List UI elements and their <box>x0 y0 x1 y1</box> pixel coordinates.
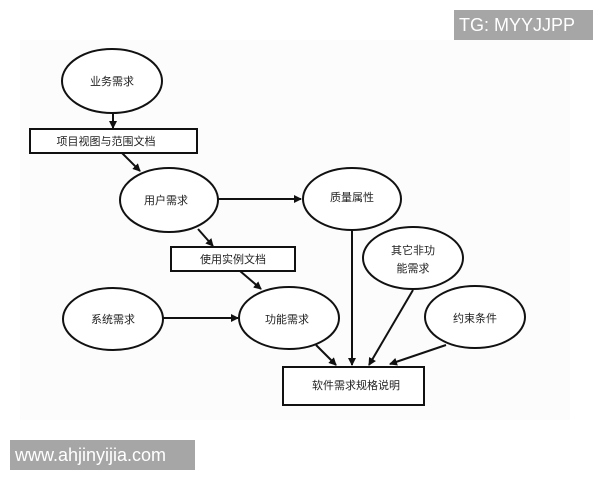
arrow-functional-to-srs <box>315 344 337 366</box>
watermark-website: www.ahjinyijia.com <box>10 440 195 470</box>
label-business: 业务需求 <box>90 75 134 88</box>
label-use-case-doc: 使用实例文档 <box>200 252 266 266</box>
label-functional: 功能需求 <box>265 312 309 326</box>
arrow-other-to-srs <box>368 289 414 366</box>
arrow-vision-to-user <box>121 152 141 172</box>
label-quality: 质量属性 <box>330 190 374 204</box>
label-system: 系统需求 <box>91 313 135 326</box>
watermark-tg: TG: MYYJJPP <box>454 10 593 40</box>
label-other-line1: 其它非功 <box>391 243 435 257</box>
node-business-requirements <box>61 48 163 114</box>
label-srs: 软件需求规格说明 <box>312 378 400 392</box>
label-constraints: 约束条件 <box>453 311 497 325</box>
label-user: 用户需求 <box>144 193 188 207</box>
node-other-nonfunctional <box>362 226 464 290</box>
arrow-constraints-to-srs <box>389 344 447 366</box>
node-constraints <box>424 285 526 349</box>
node-srs <box>282 366 425 406</box>
node-quality-attributes <box>302 167 402 231</box>
label-other-line2: 能需求 <box>397 261 430 275</box>
arrow-usecase-to-functional <box>239 270 262 290</box>
node-functional-requirements <box>238 286 340 350</box>
node-use-case-doc <box>170 246 296 272</box>
node-system-requirements <box>62 287 164 351</box>
label-vision-doc: 项目视图与范围文档 <box>57 134 156 148</box>
node-user-requirements <box>119 167 219 233</box>
node-vision-scope-doc <box>29 128 198 154</box>
arrow-user-to-usecase <box>197 228 214 247</box>
